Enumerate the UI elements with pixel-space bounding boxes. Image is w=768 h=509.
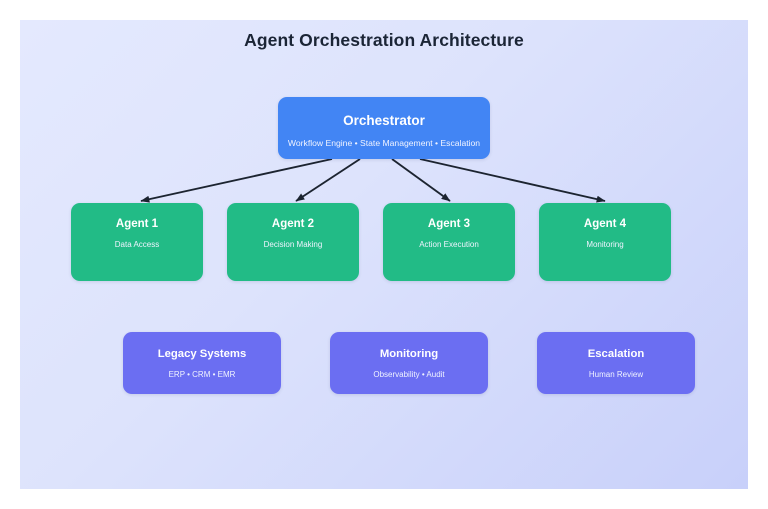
node-agent-2-title: Agent 2 — [271, 218, 315, 230]
node-orchestrator-title: Orchestrator — [343, 113, 425, 128]
node-escalation-title: Escalation — [587, 348, 645, 360]
page-title: Agent Orchestration Architecture — [244, 30, 524, 50]
node-agent-3-subtitle: Action Execution — [419, 239, 479, 249]
node-legacy-systems-subtitle: ERP • CRM • EMR — [168, 370, 236, 380]
node-monitoring-subtitle: Observability • Audit — [373, 370, 445, 380]
node-escalation[interactable]: Escalation Human Review — [537, 332, 695, 394]
node-agent-3-title: Agent 3 — [427, 218, 471, 230]
node-agent-3[interactable]: Agent 3 Action Execution — [383, 203, 515, 281]
node-legacy-systems-title: Legacy Systems — [157, 348, 247, 360]
node-legacy-systems[interactable]: Legacy Systems ERP • CRM • EMR — [123, 332, 281, 394]
node-orchestrator[interactable]: Orchestrator Workflow Engine • State Man… — [278, 97, 490, 159]
node-agent-4-title: Agent 4 — [583, 218, 627, 230]
node-agent-2-subtitle: Decision Making — [263, 239, 323, 249]
node-agent-1-subtitle: Data Access — [114, 239, 160, 249]
node-agent-4-subtitle: Monitoring — [586, 239, 624, 249]
node-agent-1[interactable]: Agent 1 Data Access — [71, 203, 203, 281]
node-escalation-subtitle: Human Review — [588, 370, 644, 380]
node-agent-1-title: Agent 1 — [115, 218, 159, 230]
node-agent-4[interactable]: Agent 4 Monitoring — [539, 203, 671, 281]
node-orchestrator-subtitle: Workflow Engine • State Management • Esc… — [287, 137, 481, 148]
node-monitoring[interactable]: Monitoring Observability • Audit — [330, 332, 488, 394]
node-monitoring-title: Monitoring — [379, 348, 439, 360]
node-agent-2[interactable]: Agent 2 Decision Making — [227, 203, 359, 281]
